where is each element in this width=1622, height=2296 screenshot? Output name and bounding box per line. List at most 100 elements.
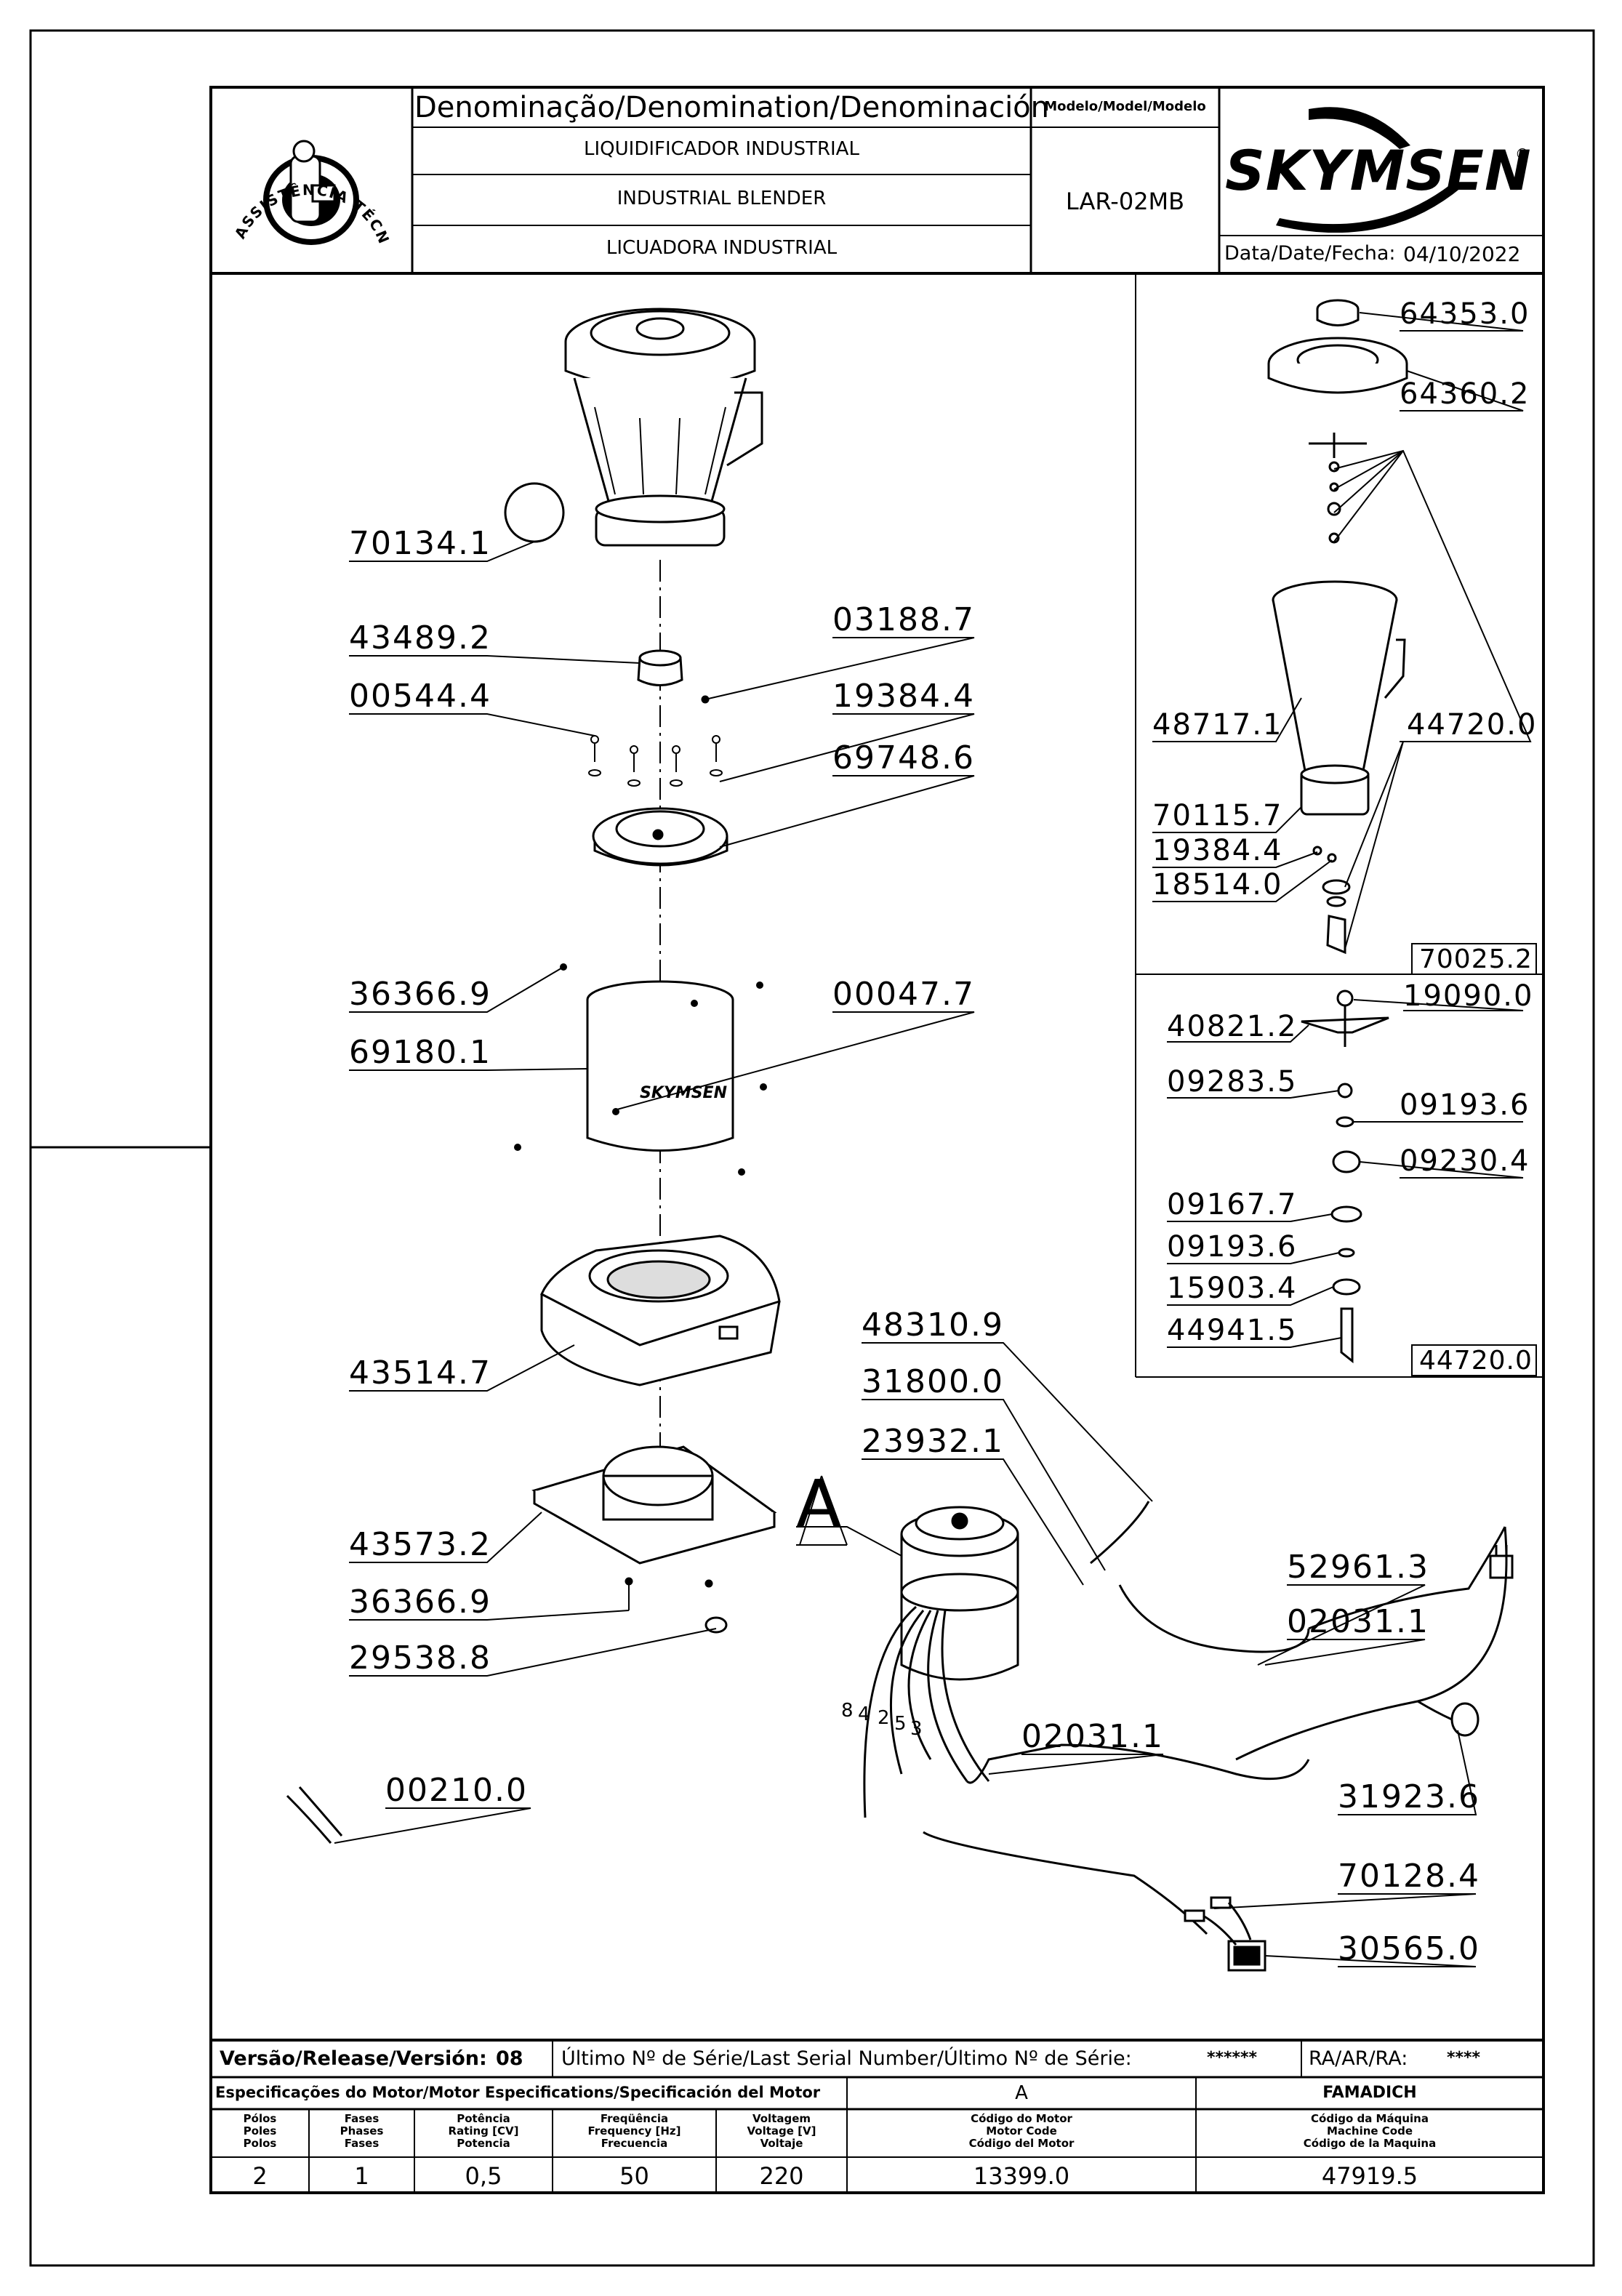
value-power: 0,5 [465, 2162, 502, 2190]
part-number-label: 36366.9 [349, 1583, 491, 1621]
coupling-and-screws [588, 649, 723, 787]
part-number-label: 36366.9 [349, 976, 491, 1013]
main-frame [209, 86, 1545, 2194]
last-serial-label: Último Nº de Série/Last Serial Number/Úl… [561, 2047, 1132, 2070]
header-frequency: Freqüência Frequency [Hz] Frecuencia [587, 2112, 681, 2150]
detail-marker: A [796, 1466, 841, 1543]
product-name-es: LICUADORA INDUSTRIAL [606, 237, 838, 259]
part-number-label: 31800.0 [862, 1363, 1004, 1400]
wire-number: 5 [894, 1713, 907, 1735]
header-motor-code: Código do Motor Motor Code Código del Mo… [968, 2112, 1075, 2150]
value-phases: 1 [354, 2162, 369, 2190]
part-number-label: 44720.0 [1407, 708, 1538, 742]
detail-panels [1135, 273, 1543, 1378]
part-number-label: 70134.1 [349, 525, 491, 562]
date-label: Data/Date/Fecha: [1224, 242, 1396, 265]
header-poles: Pólos Poles Polos [243, 2112, 277, 2150]
part-number-label: 44941.5 [1167, 1314, 1298, 1347]
footer-table-grid [211, 2039, 1543, 2193]
date-value: 04/10/2022 [1403, 242, 1521, 266]
part-number-label: 48717.1 [1152, 708, 1283, 742]
part-number-label: 69180.1 [349, 1034, 491, 1071]
brand-logo-text: SKYMSEN [1225, 138, 1532, 203]
authorized-service-seal: ASSISTÊNCIA TÉCNICA AUTORIZADA [0, 0, 392, 247]
part-number-label: 29538.8 [349, 1639, 491, 1677]
jar-detail-parts [1267, 299, 1408, 955]
model-label: Modelo/Model/Modelo [1044, 99, 1206, 114]
wire-number: 2 [878, 1707, 890, 1729]
motor-type: A [1015, 2082, 1028, 2104]
part-number-label: 31923.6 [1338, 1778, 1480, 1815]
part-number-label: 19384.4 [832, 678, 975, 715]
wire-number: 3 [910, 1718, 923, 1740]
part-number-label: 09167.7 [1167, 1188, 1298, 1221]
part-number-label: 43489.2 [349, 619, 491, 657]
part-number-label: 00544.4 [349, 678, 491, 715]
value-poles: 2 [252, 2162, 268, 2190]
value-voltage: 220 [759, 2162, 804, 2190]
part-number-label: 00210.0 [385, 1772, 528, 1809]
part-number-label: 09193.6 [1167, 1230, 1298, 1264]
last-serial-value: ****** [1207, 2049, 1258, 2067]
callout-leader-lines [334, 312, 1532, 1967]
part-number-label: 43573.2 [349, 1526, 491, 1563]
part-number-label: 30565.0 [1338, 1930, 1480, 1967]
switch-and-connectors [1184, 1896, 1266, 1972]
part-number-label: 18514.0 [1152, 868, 1283, 902]
version-value: 08 [496, 2047, 523, 2070]
part-number-label: 70128.4 [1338, 1858, 1480, 1895]
upper-plate [592, 807, 728, 867]
part-number-label: 43514.7 [349, 1354, 491, 1392]
part-number-label: 19090.0 [1403, 979, 1534, 1013]
header-grid [211, 87, 1543, 275]
part-number-label: 69748.6 [832, 739, 975, 776]
version-label: Versão/Release/Versión: [220, 2047, 487, 2070]
jar-assembly [504, 308, 763, 547]
part-number-label: 48310.9 [862, 1306, 1004, 1344]
wire-number: 8 [841, 1700, 854, 1722]
denomination-title: Denominação/Denomination/Denominación [414, 91, 1050, 124]
value-frequency: 50 [619, 2162, 649, 2190]
registered-mark: ® [1515, 145, 1530, 163]
part-number-label: 64360.2 [1400, 377, 1530, 411]
part-number-label: 09283.5 [1167, 1065, 1298, 1099]
motor-spec-title: Especificações do Motor/Motor Especifica… [215, 2084, 821, 2101]
product-name-pt: LIQUIDIFICADOR INDUSTRIAL [584, 138, 859, 160]
part-number-label: 70115.7 [1152, 799, 1283, 832]
product-name-en: INDUSTRIAL BLENDER [617, 188, 827, 209]
motor-wires [863, 1605, 1310, 1935]
header-power: Potência Rating [CV] Potencia [448, 2112, 519, 2150]
part-number-label: 02031.1 [1021, 1718, 1164, 1755]
model-value: LAR-02MB [1065, 188, 1185, 215]
part-number-label: 44720.0 [1419, 1346, 1533, 1376]
motor-assembly [900, 1506, 1019, 1681]
header-machine-code: Código da Máquina Machine Code Código de… [1303, 2112, 1437, 2150]
part-number-label: 64353.0 [1400, 297, 1530, 331]
cable-tie [286, 1786, 343, 1844]
value-motor-code: 13399.0 [973, 2162, 1070, 2190]
part-number-label: 23932.1 [862, 1423, 1004, 1460]
part-number-label: 40821.2 [1167, 1010, 1298, 1043]
motor-manufacturer: FAMADICH [1322, 2084, 1417, 2102]
part-number-label: 09230.4 [1400, 1144, 1530, 1178]
wire-number: 4 [858, 1703, 870, 1725]
value-machine-code: 47919.5 [1321, 2162, 1418, 2190]
base-housing [540, 1235, 781, 1386]
part-number-label: 00047.7 [832, 976, 975, 1013]
ra-value: **** [1447, 2049, 1481, 2067]
part-number-label: 52961.3 [1287, 1549, 1429, 1586]
blade-detail-parts [1301, 990, 1389, 1364]
motor-support [531, 1445, 777, 1634]
part-number-label: 03188.7 [832, 601, 975, 638]
ra-label: RA/AR/RA: [1309, 2047, 1408, 2070]
power-cord [1090, 1501, 1514, 1761]
part-number-label: 02031.1 [1287, 1603, 1429, 1640]
header-phases: Fases Phases Fases [340, 2112, 384, 2150]
part-number-label: 15903.4 [1167, 1272, 1298, 1305]
part-number-label: 70025.2 [1419, 944, 1533, 974]
skymsen-logo-swoosh [1276, 107, 1461, 233]
part-number-label: 19384.4 [1152, 834, 1283, 867]
header-voltage: Voltagem Voltage [V] Voltaje [747, 2112, 816, 2150]
part-number-label: 09193.6 [1400, 1088, 1530, 1122]
